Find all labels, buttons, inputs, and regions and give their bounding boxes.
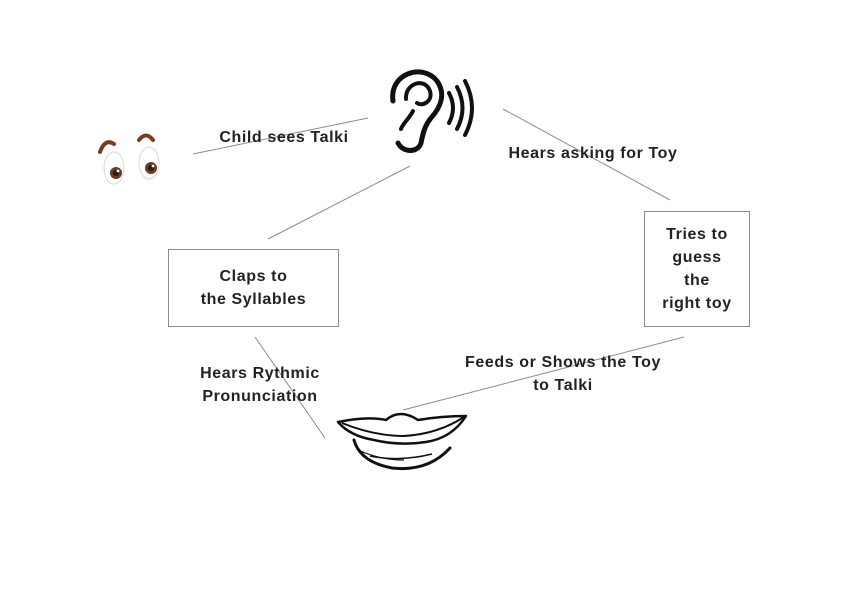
node-tries-to-guess-toy: Tries to guess the right toy — [644, 211, 750, 327]
mouth-icon — [336, 412, 468, 471]
node-claps-to-syllables: Claps to the Syllables — [168, 249, 339, 327]
label-hears-asking-for-toy: Hears asking for Toy — [508, 145, 678, 162]
edge-eyes-to-ear — [192, 117, 369, 155]
edge-mouth-to-claps — [254, 336, 326, 439]
label-hears-rhythmic-pronunciation: Hears Rythmic Pronunciation — [200, 365, 320, 405]
label-feeds-or-shows-toy: Feeds or Shows the Toy to Talki — [464, 354, 662, 394]
edge-claps-to-ear — [267, 165, 411, 240]
label-child-sees-talki: Child sees Talki — [219, 129, 349, 146]
edge-ear-to-tries — [502, 108, 671, 201]
edge-tries-to-mouth — [402, 336, 685, 411]
ear-icon — [390, 69, 474, 153]
eyes-icon — [98, 133, 160, 185]
